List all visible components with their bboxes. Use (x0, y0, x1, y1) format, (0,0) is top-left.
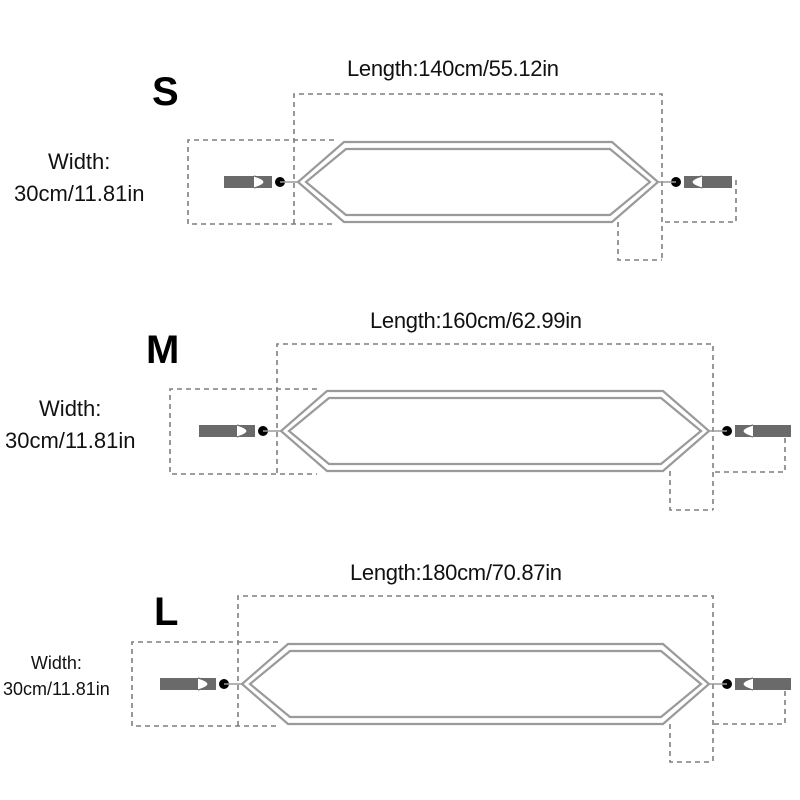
right-guide-dashed (713, 429, 786, 473)
right-tassel-cap (742, 424, 754, 438)
runner-inner-outline (287, 396, 703, 466)
length-label: Length:160cm/62.99in (370, 308, 582, 333)
size-panel-m: M Length:160cm/62.99in Width: 30cm/11.81… (0, 0, 800, 511)
width-label: Width: 30cm/11.81in (3, 650, 110, 702)
left-tassel-cap (236, 424, 248, 438)
size-panel-s: S Length:140cm/55.12in Width: 30cm/11.81… (0, 0, 800, 261)
runner-inner-outline (248, 649, 703, 719)
width-title: Width: (48, 149, 111, 174)
length-guide-dashed (237, 595, 714, 762)
size-panel-l: L Length:180cm/70.87in Width: 30cm/11.81… (0, 0, 800, 763)
end-guide-dashed (669, 724, 713, 763)
width-guide-dashed (187, 139, 334, 225)
length-guide-dashed (276, 343, 714, 510)
runner-inner-outline (304, 147, 652, 217)
right-tassel-cap (742, 677, 754, 691)
width-title: Width: (30, 653, 82, 673)
left-tassel-cap (197, 677, 209, 691)
length-guide-dashed (293, 93, 663, 260)
size-letter: M (146, 328, 180, 372)
width-guide-dashed (131, 641, 278, 727)
width-value: 30cm/11.81in (3, 679, 110, 700)
width-guide-dashed (169, 388, 317, 475)
width-label: Width: 30cm/11.81in (5, 393, 135, 457)
end-guide-dashed (669, 471, 713, 511)
width-label: Width: 30cm/11.81in (14, 146, 144, 210)
right-guide-dashed (713, 682, 786, 725)
size-letter: S (152, 70, 179, 114)
width-title: Width: (39, 396, 102, 421)
size-letter: L (154, 590, 179, 634)
length-label: Length:140cm/55.12in (347, 56, 559, 81)
right-tassel-cap (691, 175, 703, 189)
end-guide-dashed (617, 222, 662, 261)
runner-outer-outline (240, 642, 711, 726)
width-value: 30cm/11.81in (5, 427, 136, 453)
right-guide-dashed (662, 180, 737, 223)
length-label: Length:180cm/70.87in (350, 560, 562, 585)
left-tassel-cap (253, 175, 265, 189)
width-value: 30cm/11.81in (14, 180, 145, 206)
